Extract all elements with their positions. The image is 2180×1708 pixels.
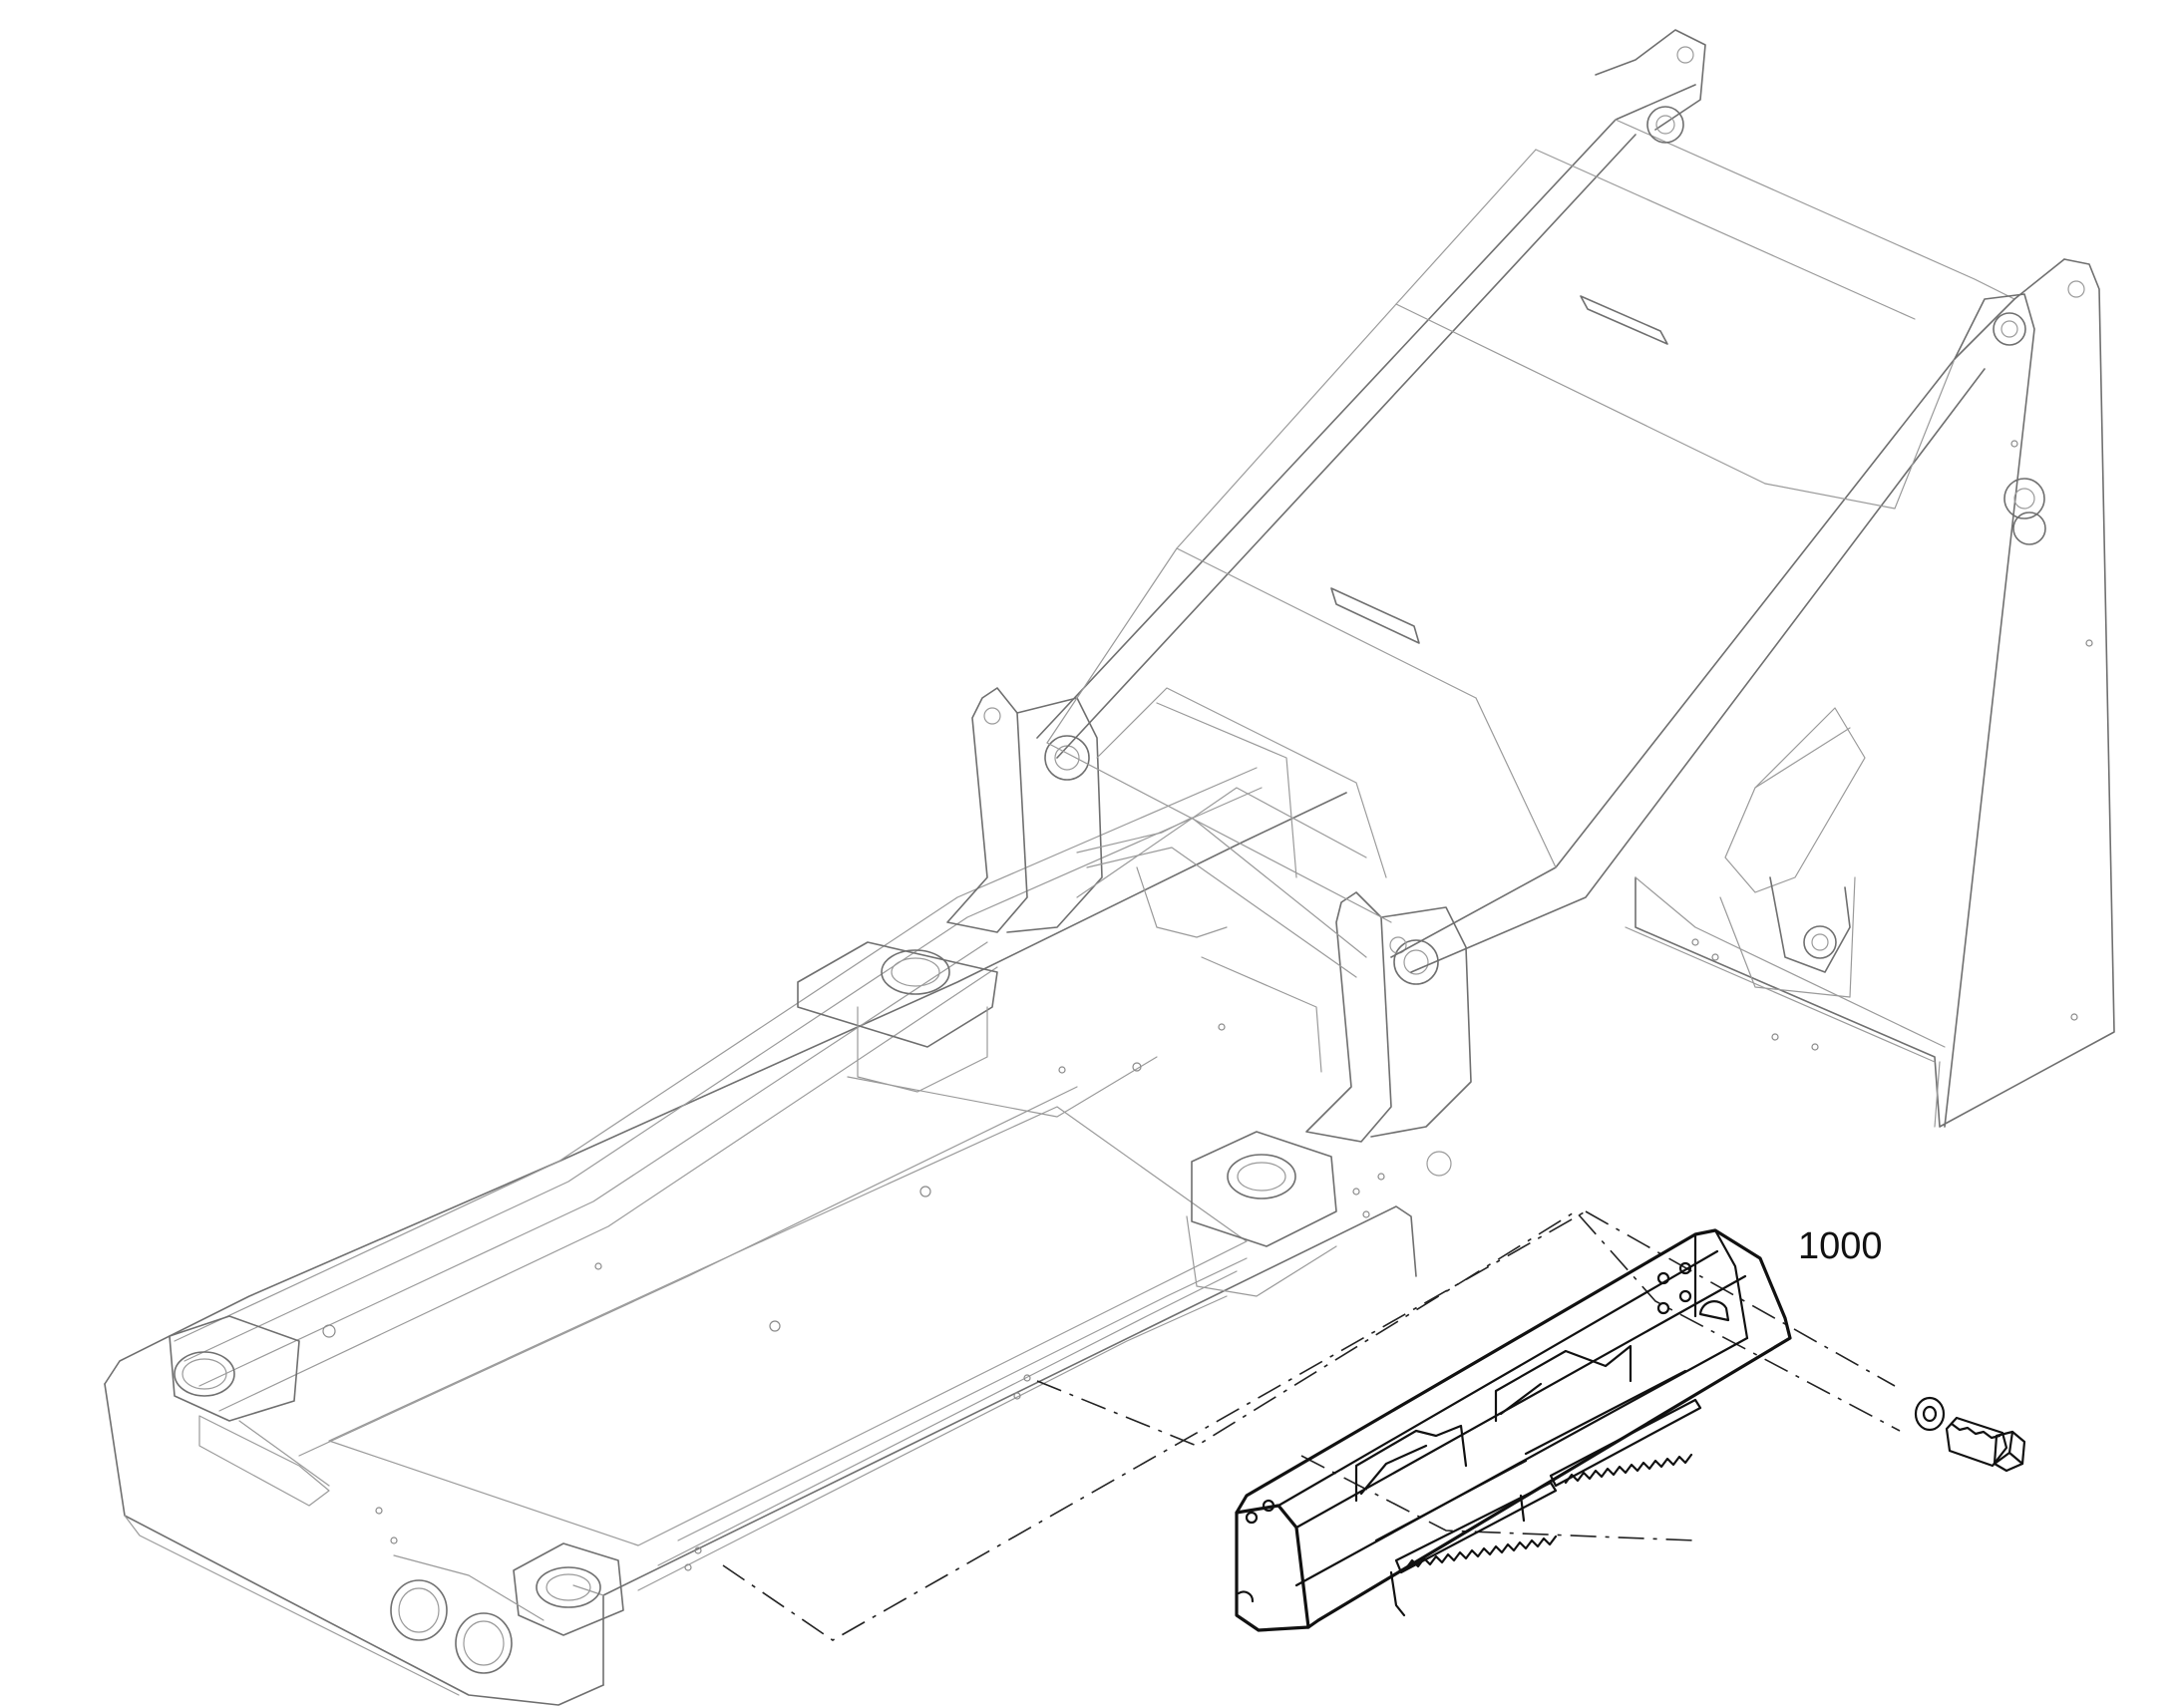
washer[interactable] bbox=[1914, 1396, 1946, 1432]
hex-bolt[interactable] bbox=[1945, 1416, 2026, 1473]
machine-frame bbox=[104, 29, 2115, 1706]
assembly-centerlines bbox=[722, 1209, 1901, 1641]
position-number-label: 1000 bbox=[1798, 1225, 1883, 1267]
part-1000-step-bracket[interactable] bbox=[1235, 1228, 1792, 1632]
